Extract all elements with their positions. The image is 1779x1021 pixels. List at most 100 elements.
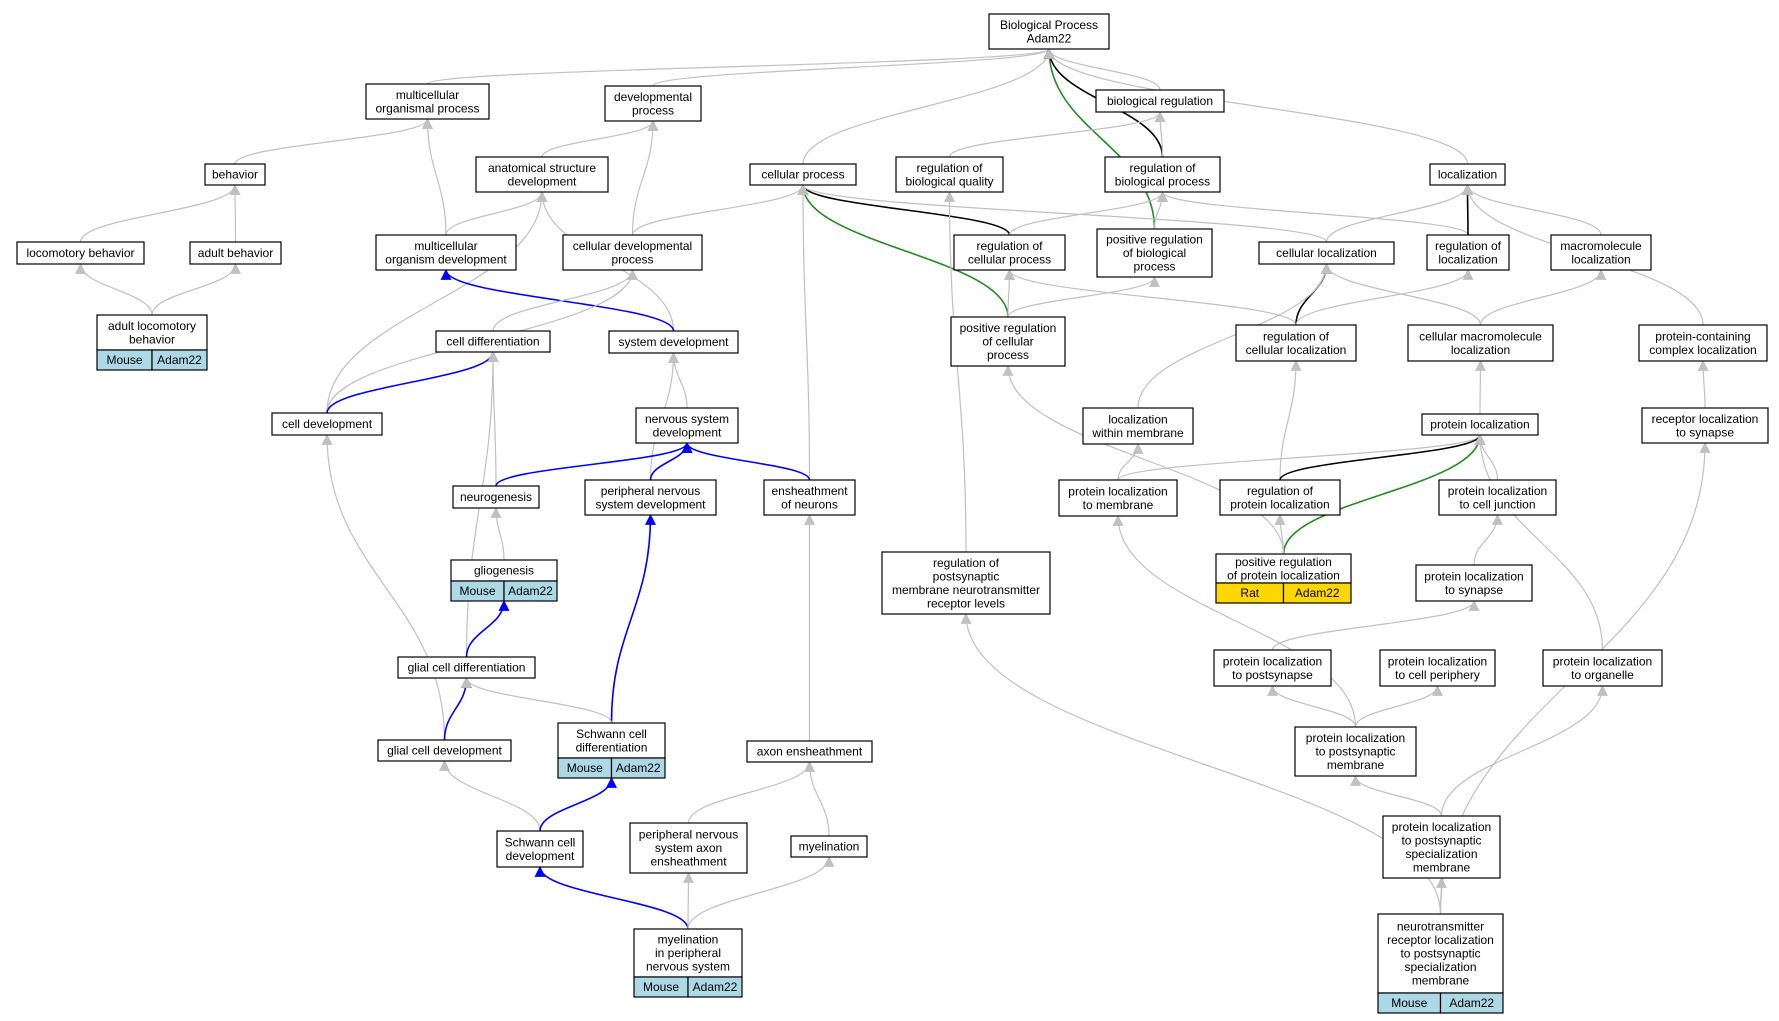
node-label-line: developmental bbox=[614, 90, 692, 104]
edge-pl-to-cml bbox=[1474, 359, 1486, 415]
node-br[interactable]: biological regulation bbox=[1095, 89, 1225, 113]
node-pl[interactable]: protein localization bbox=[1421, 413, 1539, 436]
node-label-line: organism development bbox=[385, 252, 507, 266]
node-label-line: regulation of bbox=[916, 161, 983, 175]
node-gcdev[interactable]: glial cell development bbox=[377, 739, 512, 762]
node-loc[interactable]: localization bbox=[1429, 163, 1506, 186]
edge-sd-to-mod bbox=[440, 268, 675, 332]
node-label-line: membrane bbox=[1412, 974, 1470, 988]
node-label-line: anatomical structure bbox=[488, 161, 596, 175]
node-label-line: glial cell development bbox=[387, 744, 502, 758]
node-sd[interactable]: system development bbox=[608, 330, 739, 354]
node-label-line: peripheral nervous bbox=[601, 484, 700, 498]
edge-plto-to-pl bbox=[1474, 433, 1604, 651]
edge-rpl-to-pl bbox=[1279, 433, 1486, 481]
edge-dp-to-bp bbox=[652, 47, 1055, 87]
node-ab[interactable]: adult behavior bbox=[189, 241, 282, 265]
node-label-line: localization bbox=[1108, 412, 1167, 426]
node-ae[interactable]: axon ensheathment bbox=[746, 740, 873, 763]
node-cp[interactable]: cellular process bbox=[749, 163, 857, 186]
edge-glio-to-ng bbox=[490, 506, 505, 561]
node-label-line: process bbox=[987, 348, 1029, 362]
node-label-line: nervous system bbox=[646, 960, 730, 974]
node-box bbox=[475, 156, 609, 193]
node-myel[interactable]: myelination bbox=[790, 835, 868, 858]
node-cdiff[interactable]: cell differentiation bbox=[435, 330, 551, 353]
node-box bbox=[271, 412, 383, 436]
edge-scdiff-to-pnsd bbox=[610, 513, 656, 724]
node-ng[interactable]: neurogenesis bbox=[452, 485, 540, 509]
edge-prcp-to-rcp bbox=[1003, 268, 1015, 318]
edge-pltps-to-plts bbox=[1271, 599, 1480, 651]
node-label-line: process bbox=[632, 103, 674, 117]
edge-pltpm-to-pltm bbox=[1112, 514, 1357, 728]
tag-cell-mouse bbox=[151, 349, 208, 371]
node-box bbox=[763, 479, 856, 516]
tag-label: Mouse bbox=[567, 761, 603, 775]
node-gcdiff[interactable]: glial cell differentiation bbox=[397, 656, 536, 679]
node-box bbox=[1215, 553, 1352, 584]
node-box bbox=[895, 156, 1004, 193]
node-cl[interactable]: cellular localization bbox=[1258, 241, 1395, 265]
node-label-line: nervous system bbox=[645, 412, 729, 426]
node-label-line: localization bbox=[1571, 252, 1630, 266]
node-label-line: ensheathment bbox=[650, 855, 727, 869]
node-label-line: myelination bbox=[799, 840, 860, 854]
node-box bbox=[749, 163, 857, 186]
edge-ml-to-loc bbox=[1462, 183, 1602, 236]
node-label-line: of cellular bbox=[982, 335, 1033, 349]
edge-eon-to-nsd bbox=[681, 441, 811, 481]
node-beh[interactable]: behavior bbox=[204, 163, 266, 186]
node-lb[interactable]: locomotory behavior bbox=[16, 241, 145, 265]
edge-cdp-to-cp bbox=[631, 183, 809, 236]
edge-cl-to-loc bbox=[1325, 183, 1473, 243]
node-box bbox=[1550, 234, 1652, 271]
node-box bbox=[1219, 479, 1341, 516]
node-box bbox=[1104, 156, 1221, 193]
node-cdev[interactable]: cell development bbox=[271, 412, 383, 436]
node-label-line: axon ensheathment bbox=[757, 745, 863, 759]
tag-label: Adam22 bbox=[157, 353, 202, 367]
node-label-line: development bbox=[653, 425, 722, 439]
edge-mipns-to-pnsae bbox=[682, 871, 694, 930]
